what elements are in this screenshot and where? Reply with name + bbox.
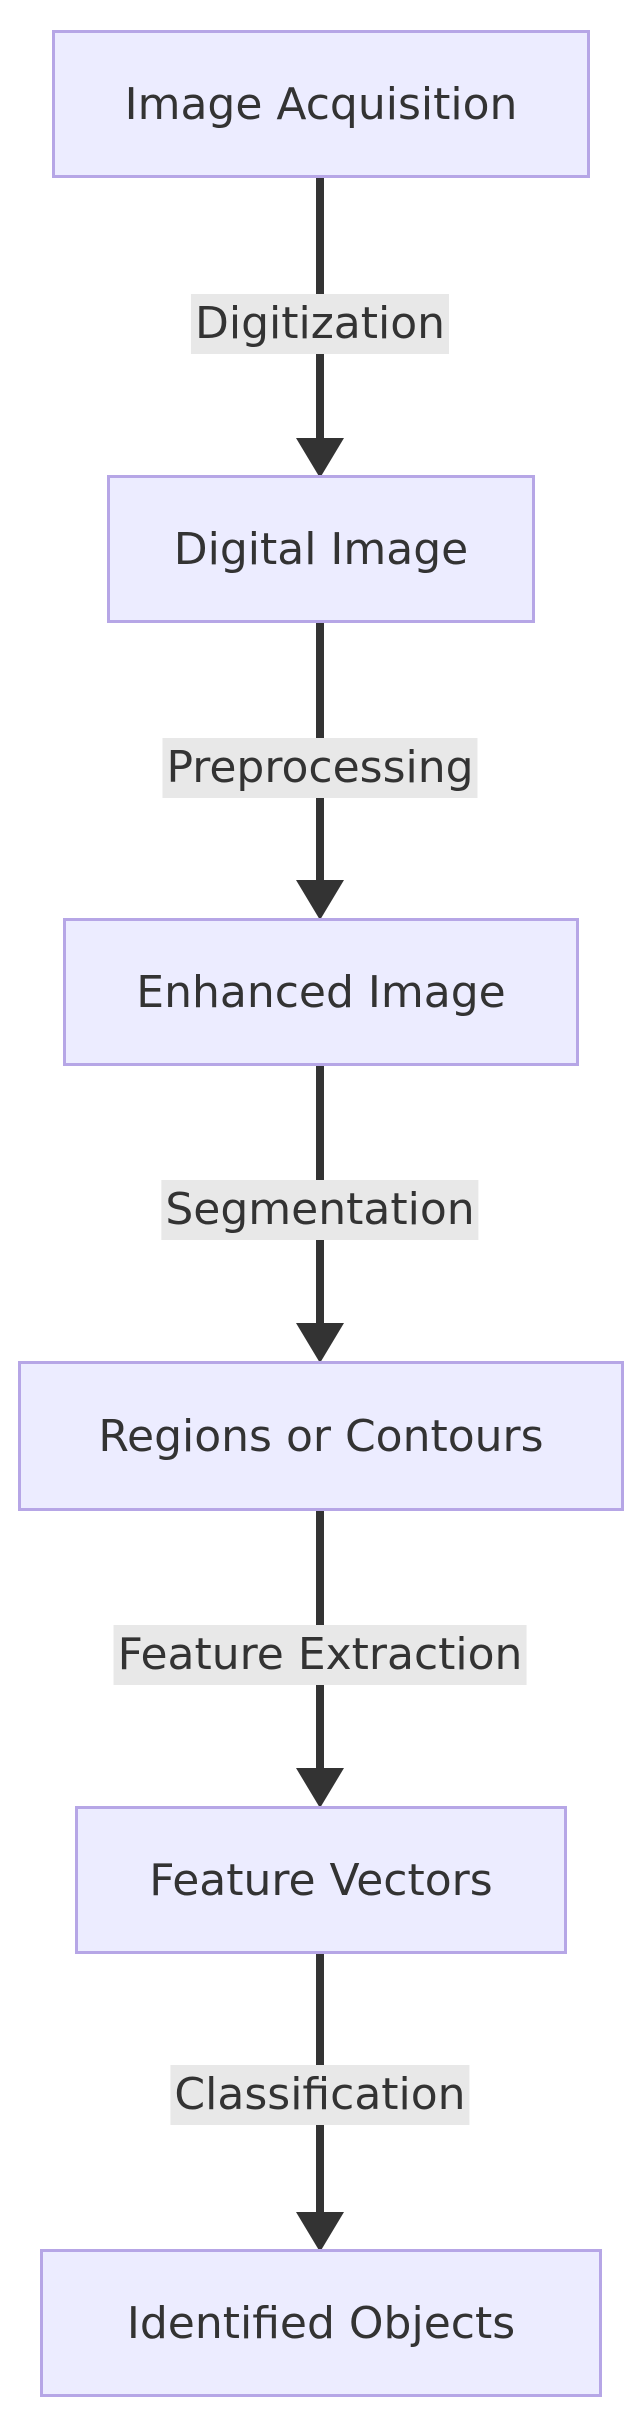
node-label: Image Acquisition	[124, 78, 518, 130]
node-enhanced-image: Enhanced Image	[63, 918, 579, 1066]
node-identified-objects: Identified Objects	[40, 2249, 602, 2397]
edge-label-digitization: Digitization	[190, 294, 450, 354]
edge-label-classification: Classification	[170, 2065, 470, 2125]
edge-label-preprocessing: Preprocessing	[162, 738, 478, 798]
arrowhead-icon	[296, 1768, 344, 1808]
node-label: Enhanced Image	[136, 966, 506, 1018]
node-regions-or-contours: Regions or Contours	[18, 1361, 624, 1511]
edge-label-feature-extraction: Feature Extraction	[113, 1625, 527, 1685]
node-feature-vectors: Feature Vectors	[75, 1806, 567, 1954]
arrowhead-icon	[296, 2212, 344, 2252]
node-label: Identified Objects	[126, 2297, 516, 2349]
arrowhead-icon	[296, 880, 344, 920]
node-label: Feature Vectors	[149, 1854, 493, 1906]
arrowhead-icon	[296, 1323, 344, 1363]
node-label: Regions or Contours	[98, 1410, 544, 1462]
edge-label-segmentation: Segmentation	[161, 1180, 479, 1240]
arrowhead-icon	[296, 438, 344, 478]
node-image-acquisition: Image Acquisition	[52, 30, 590, 178]
node-label: Digital Image	[173, 523, 469, 575]
node-digital-image: Digital Image	[107, 475, 535, 623]
